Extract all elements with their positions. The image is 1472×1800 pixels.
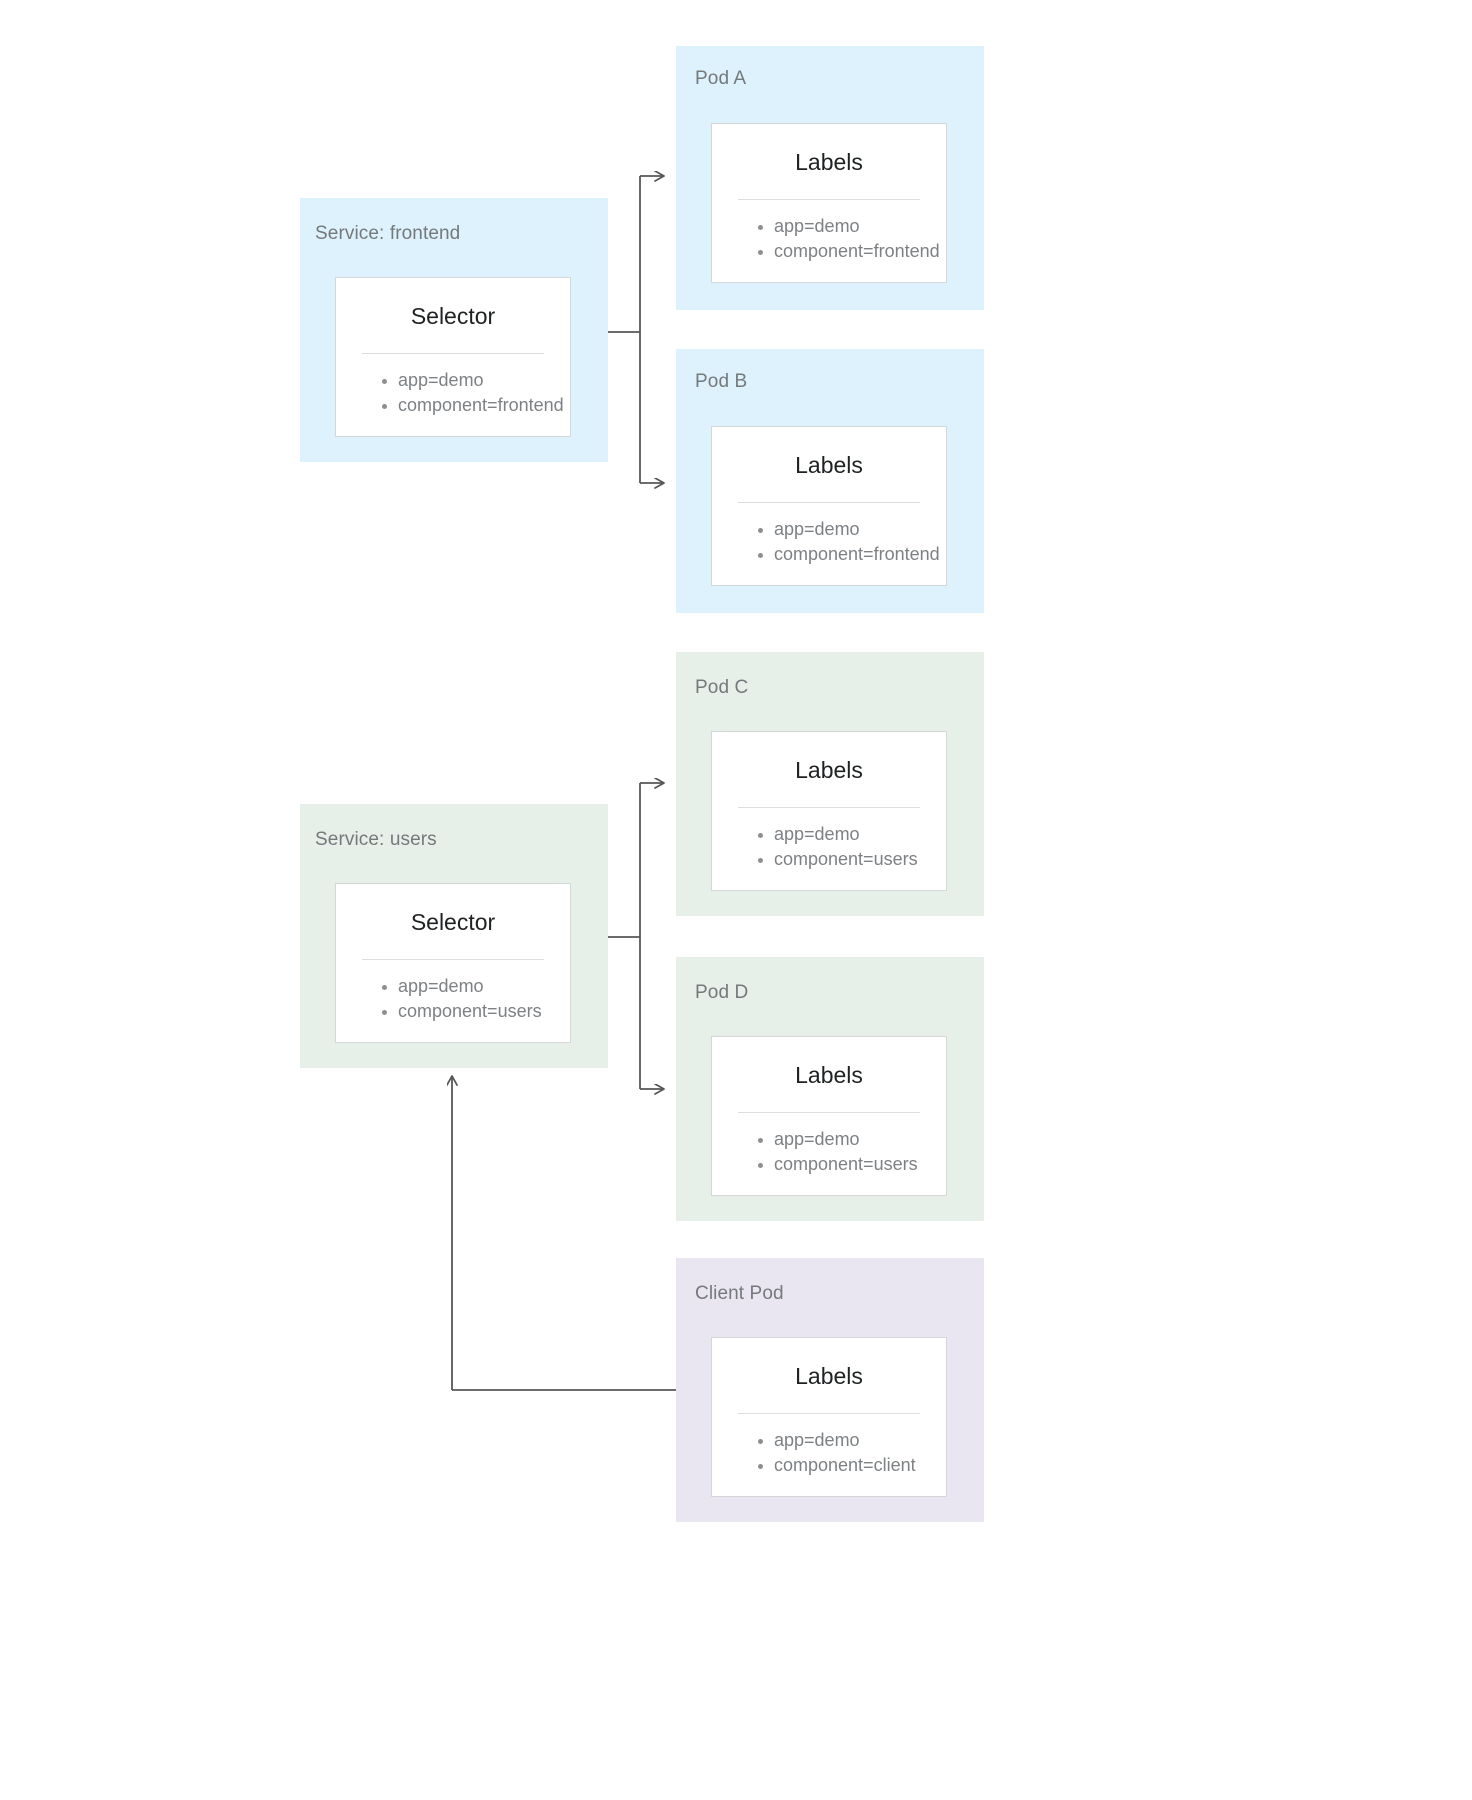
list-item: app=demo xyxy=(712,822,946,847)
card-title: Labels xyxy=(795,149,863,175)
card-item-list: app=demo component=frontend xyxy=(712,503,946,567)
card-selector-frontend: Selector app=demo component=frontend xyxy=(335,277,571,437)
list-item: app=demo xyxy=(712,214,946,239)
group-pod-c: Pod C Labels app=demo component=users xyxy=(676,652,984,916)
list-item: component=users xyxy=(336,999,570,1024)
card-title: Labels xyxy=(795,452,863,478)
connector-service-frontend-to-pods xyxy=(608,176,664,483)
group-title-pod-d: Pod D xyxy=(695,982,749,1003)
card-title: Labels xyxy=(795,1363,863,1389)
connector-client-pod-to-service-users xyxy=(452,1076,676,1391)
list-item: component=users xyxy=(712,1152,946,1177)
card-item-list: app=demo component=frontend xyxy=(336,354,570,418)
list-item: app=demo xyxy=(712,1127,946,1152)
list-item: component=client xyxy=(712,1453,946,1478)
list-item: component=frontend xyxy=(336,393,570,418)
list-item: component=frontend xyxy=(712,542,946,567)
group-service-frontend: Service: frontend Selector app=demo comp… xyxy=(300,198,608,462)
card-labels-client-pod: Labels app=demo component=client xyxy=(711,1337,947,1497)
card-divider xyxy=(738,199,920,201)
group-client-pod: Client Pod Labels app=demo component=cli… xyxy=(676,1258,984,1522)
group-title-pod-b: Pod B xyxy=(695,371,748,392)
group-pod-a: Pod A Labels app=demo component=frontend xyxy=(676,46,984,310)
card-item-list: app=demo component=users xyxy=(712,808,946,872)
card-item-list: app=demo component=users xyxy=(336,960,570,1024)
connector-service-users-to-pods xyxy=(608,783,664,1089)
group-title-pod-a: Pod A xyxy=(695,68,747,89)
card-title: Labels xyxy=(795,1062,863,1088)
card-selector-users: Selector app=demo component=users xyxy=(335,883,571,1043)
list-item: app=demo xyxy=(712,517,946,542)
card-divider xyxy=(738,1112,920,1114)
group-service-users: Service: users Selector app=demo compone… xyxy=(300,804,608,1068)
list-item: app=demo xyxy=(712,1428,946,1453)
card-item-list: app=demo component=client xyxy=(712,1414,946,1478)
list-item: component=users xyxy=(712,847,946,872)
card-divider xyxy=(738,1413,920,1415)
list-item: component=frontend xyxy=(712,239,946,264)
card-divider xyxy=(362,959,544,961)
card-labels-pod-d: Labels app=demo component=users xyxy=(711,1036,947,1196)
card-divider xyxy=(362,353,544,355)
group-title-service-users: Service: users xyxy=(315,829,437,850)
card-title: Labels xyxy=(795,757,863,783)
group-title-pod-c: Pod C xyxy=(695,677,749,698)
card-divider xyxy=(738,502,920,504)
group-pod-d: Pod D Labels app=demo component=users xyxy=(676,957,984,1221)
card-item-list: app=demo component=frontend xyxy=(712,200,946,264)
card-labels-pod-c: Labels app=demo component=users xyxy=(711,731,947,891)
group-pod-b: Pod B Labels app=demo component=frontend xyxy=(676,349,984,613)
group-title-client-pod: Client Pod xyxy=(695,1283,784,1304)
card-divider xyxy=(738,807,920,809)
card-labels-pod-b: Labels app=demo component=frontend xyxy=(711,426,947,586)
group-title-service-frontend: Service: frontend xyxy=(315,223,461,244)
list-item: app=demo xyxy=(336,974,570,999)
card-title: Selector xyxy=(410,303,496,329)
card-title: Selector xyxy=(410,909,496,935)
card-labels-pod-a: Labels app=demo component=frontend xyxy=(711,123,947,283)
card-item-list: app=demo component=users xyxy=(712,1113,946,1177)
list-item: app=demo xyxy=(336,368,570,393)
